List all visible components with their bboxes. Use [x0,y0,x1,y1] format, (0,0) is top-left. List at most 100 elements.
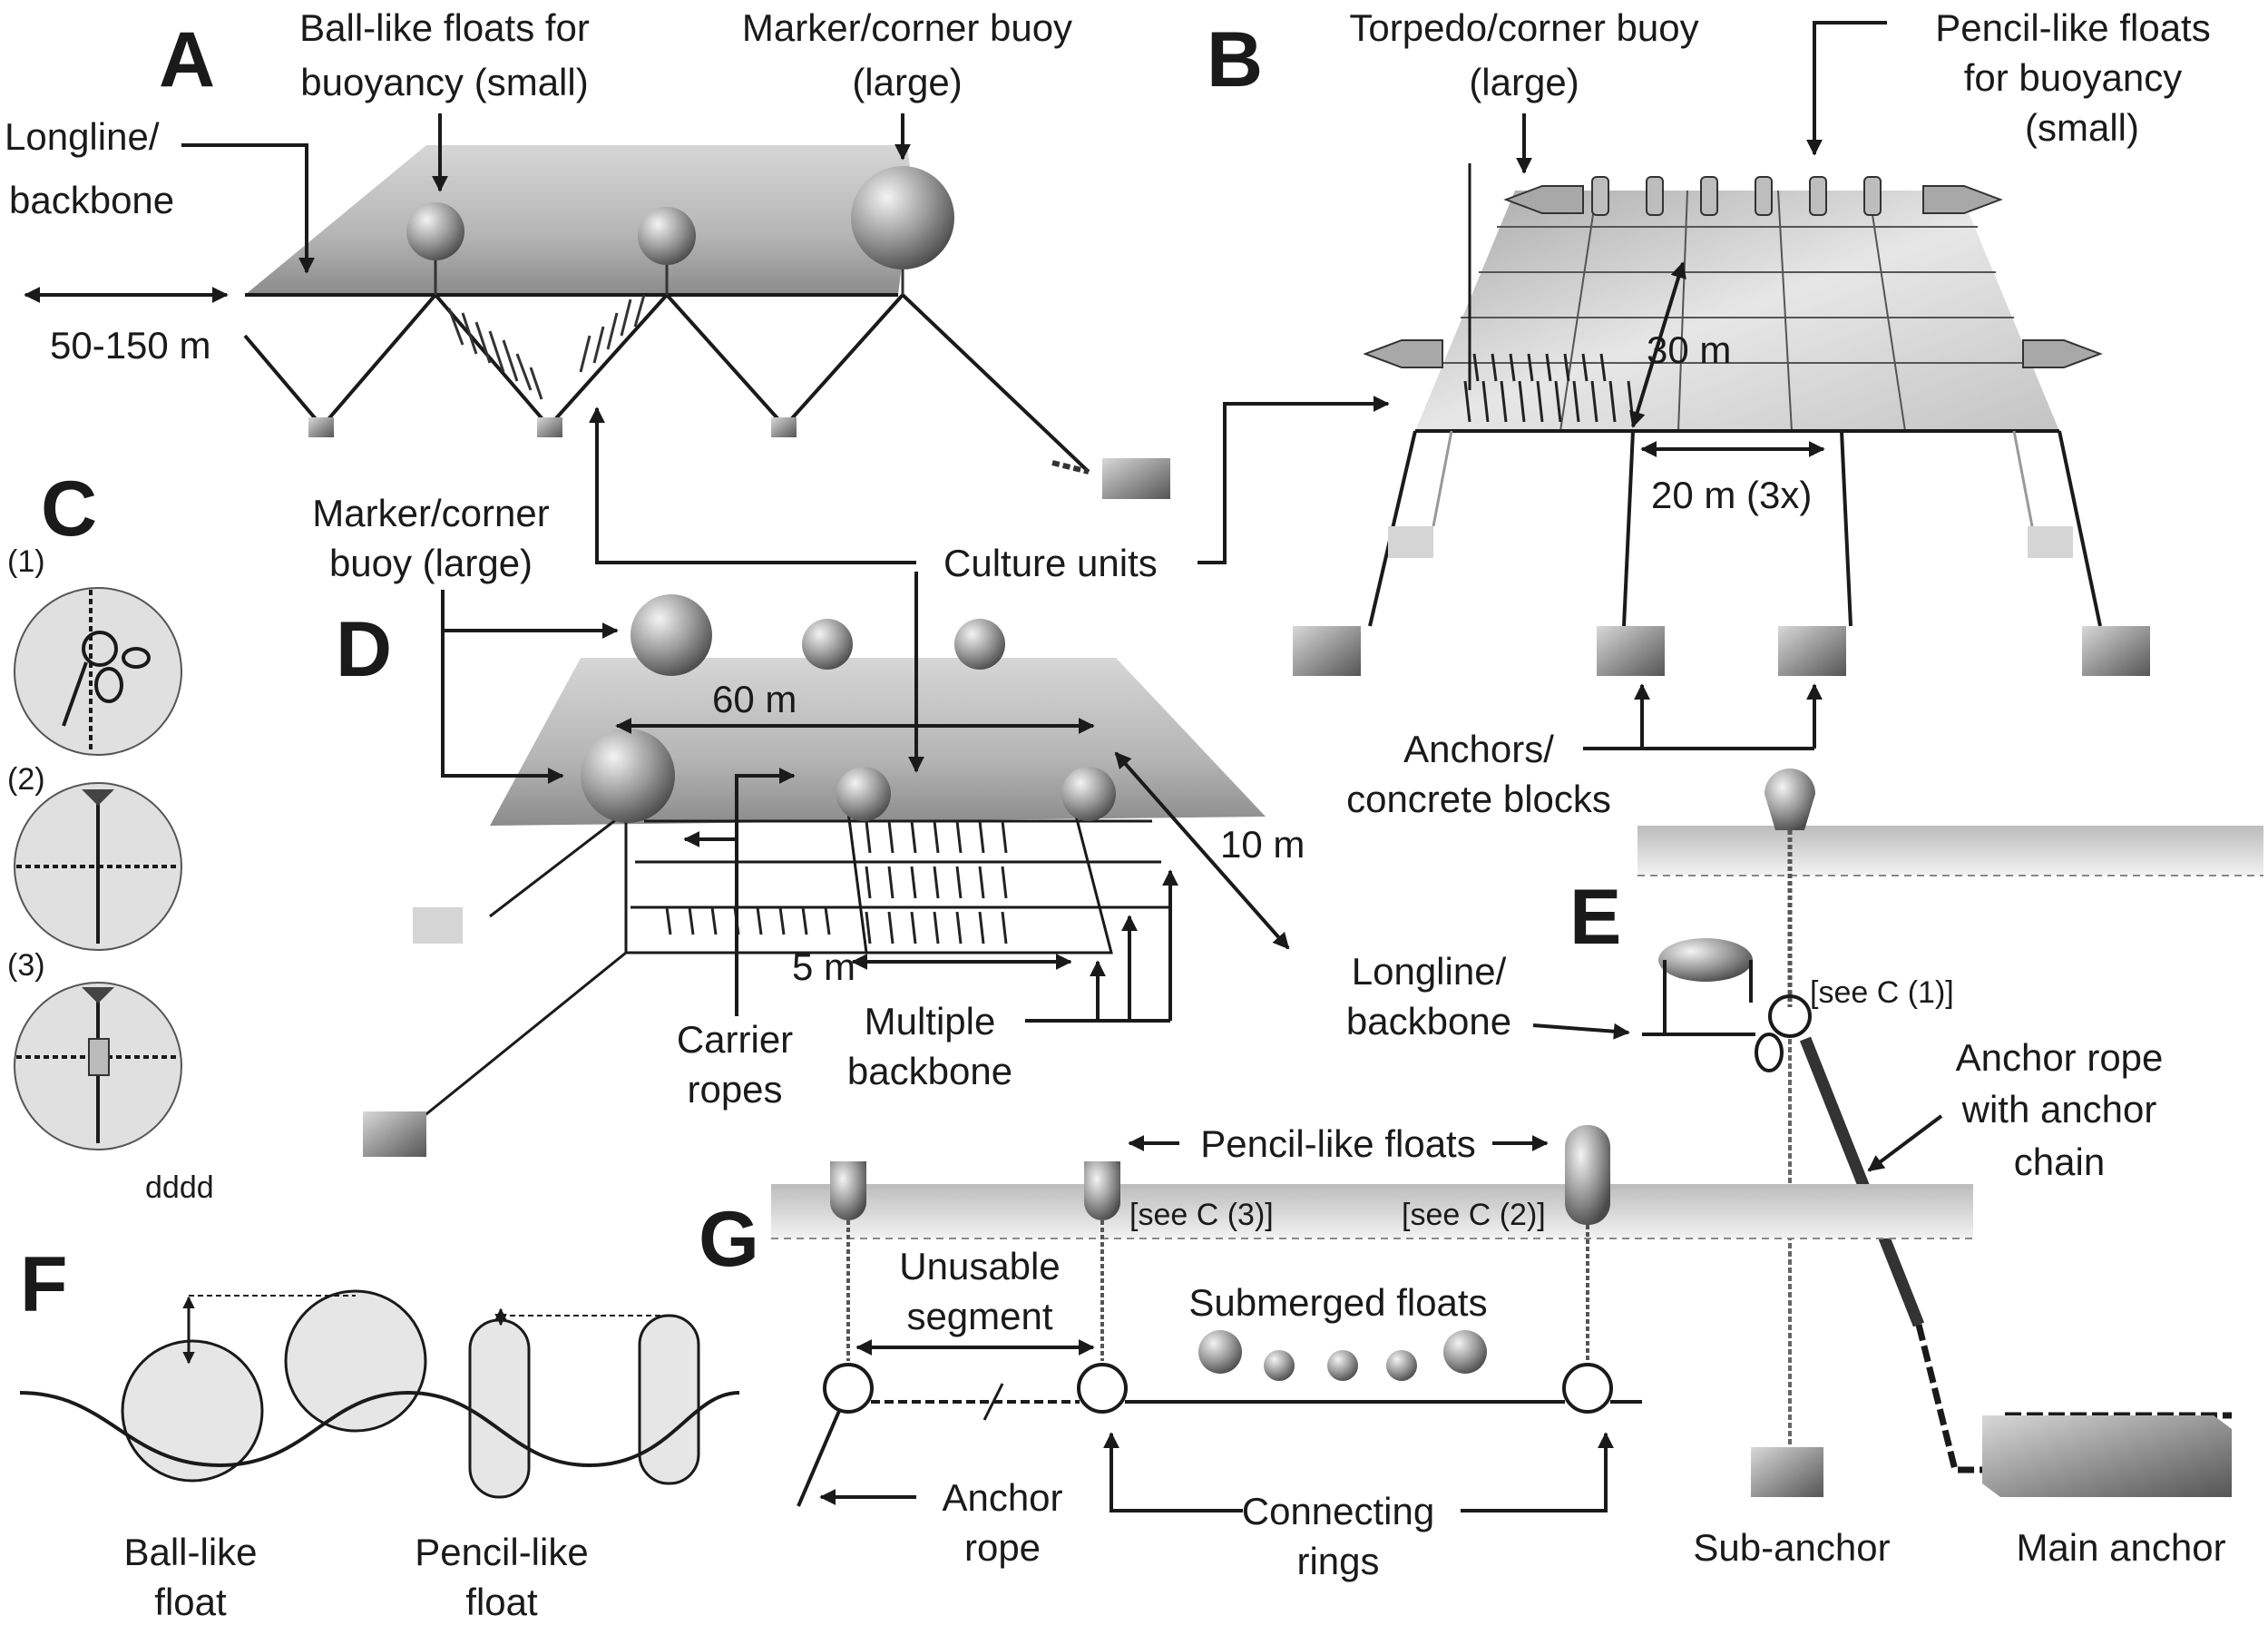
length-label: 30 m [1647,328,1731,371]
wave-line [19,1390,740,1468]
pencil-label: for buoyancy [1964,56,2182,99]
ball-float [836,767,891,821]
panel-a: A Longline/ backbone Ball-like floats fo… [5,6,1170,499]
carrier-arrow [735,768,796,1016]
marker-buoy [851,166,954,269]
torpedo-float [1658,938,1753,982]
panel-label-f: F [20,1241,68,1328]
marker-buoy-label: Marker/corner [312,492,549,534]
length-label: 60 m [712,678,797,720]
pencil-float-label: float [465,1581,538,1623]
pencil-floats [1591,176,1882,216]
ball-float-label: float [154,1581,227,1623]
ball-float [406,202,464,260]
pencil-label: (small) [2025,106,2139,149]
ball-float-label: Ball-like [123,1531,257,1573]
anchors-arrow [1583,685,1816,750]
pencil-floats-label: Pencil-like floats [1200,1122,1475,1165]
anchor-block [308,417,334,437]
panel-label-d: D [336,606,392,693]
detail-circle-1 [14,587,182,756]
multiple-backbone-label: backbone [847,1050,1012,1092]
culture-arrow-a [589,406,916,564]
pencil-arrow [1806,21,1887,156]
culture-units [665,820,1008,945]
anchor-rope-label: Anchor rope [1956,1036,2164,1079]
anchors-label: Anchors/ [1403,728,1554,770]
culture-arrow-b [1198,396,1390,564]
ball-float [802,619,853,670]
culture-units [1463,353,1635,423]
longline-label: backbone [1346,1000,1511,1043]
pencil-label: Pencil-like floats [1935,6,2210,49]
anchor-rope [1799,1036,1925,1327]
panel-e: E Longline/ backbone [see C (1)] Anchor … [1346,768,2263,1569]
anchor-rope-label: with anchor [1961,1088,2157,1131]
marker-arrow [441,590,564,784]
carrier-label: ropes [687,1068,782,1111]
main-anchor-block [1982,1415,2232,1497]
rings-arrow [1103,1432,1243,1512]
culture-units-label: Culture units [943,542,1158,584]
pencil-floats [830,1125,1610,1225]
ball-float-label: Ball-like floats for [299,6,590,49]
concrete-block [1778,626,1846,676]
marker-buoy-label: buoy (large) [329,542,533,584]
marker-buoy-label: (large) [852,61,962,103]
torpedo-label: Torpedo/corner buoy [1349,6,1698,49]
concrete-block [1597,626,1665,676]
surface-buoy [1765,768,1815,830]
main-anchor-label: Main anchor [2016,1526,2225,1569]
carrier-label: Carrier [677,1018,793,1061]
panel-g: G Pencil-like floats [see C (3)] [see C … [699,1116,1973,1582]
longline-arrow [1532,1023,1630,1040]
panel-label-a: A [159,16,215,103]
concrete-block [1293,626,1361,676]
longline-arrow [181,143,315,274]
sub-anchor-label: Sub-anchor [1693,1526,1890,1569]
water-band [1637,826,2263,876]
marker-buoy-label: Marker/corner buoy [742,6,1072,49]
multiple-backbone-arrows [1025,871,1172,1023]
connecting-ring [1642,960,1812,1072]
water-surface [1415,191,2059,431]
stray-text: dddd [145,1170,214,1205]
see-c1-label: [see C (1)] [1810,975,1954,1010]
panel-f: F Ball-like float Pencil-like float [19,1241,740,1623]
pencil-float [468,1318,531,1499]
panel-label-g: G [699,1196,759,1283]
panel-c: C (1) (2) (3) dddd [7,465,214,1205]
ball-float [121,1339,264,1483]
ball-float-label: buoyancy (small) [300,61,588,103]
culture-units [447,294,646,400]
connecting-rings-label: rings [1296,1540,1379,1582]
backbone-rope [797,1363,1642,1507]
ball-float [1061,767,1116,821]
anchor-block [413,907,463,944]
ball-float [638,207,696,265]
anchor-block [771,417,797,437]
anchor-blocks [1293,626,2150,676]
multiple-backbone-label: Multiple [865,1000,996,1043]
length-arrow [1629,261,1686,428]
unusable-label: segment [906,1295,1052,1337]
unusable-label: Unusable [899,1245,1060,1287]
anchor-lines [243,291,1090,474]
panel-d: D Marker/corner buoy (large) Culture uni… [312,396,1390,1157]
ball-float [954,619,1005,670]
anchor-rope-label: Anchor [942,1476,1062,1519]
torpedo-label: (large) [1469,61,1579,103]
longline-label: Longline/ [1352,950,1507,993]
torpedo-buoys [1363,185,2103,368]
pencil-float-surface [1565,1125,1610,1225]
water-band [771,1184,1973,1238]
anchor-rope-label: rope [964,1526,1041,1569]
panel-label-c: C [41,465,97,553]
anchor-block [537,417,562,437]
concrete-block [2082,626,2150,676]
see-c3-label: [see C (3)] [1129,1198,1274,1232]
span-label: 50-150 m [50,324,210,367]
panel-b: B [1207,6,2211,820]
longline-label: Longline/ [5,115,160,158]
